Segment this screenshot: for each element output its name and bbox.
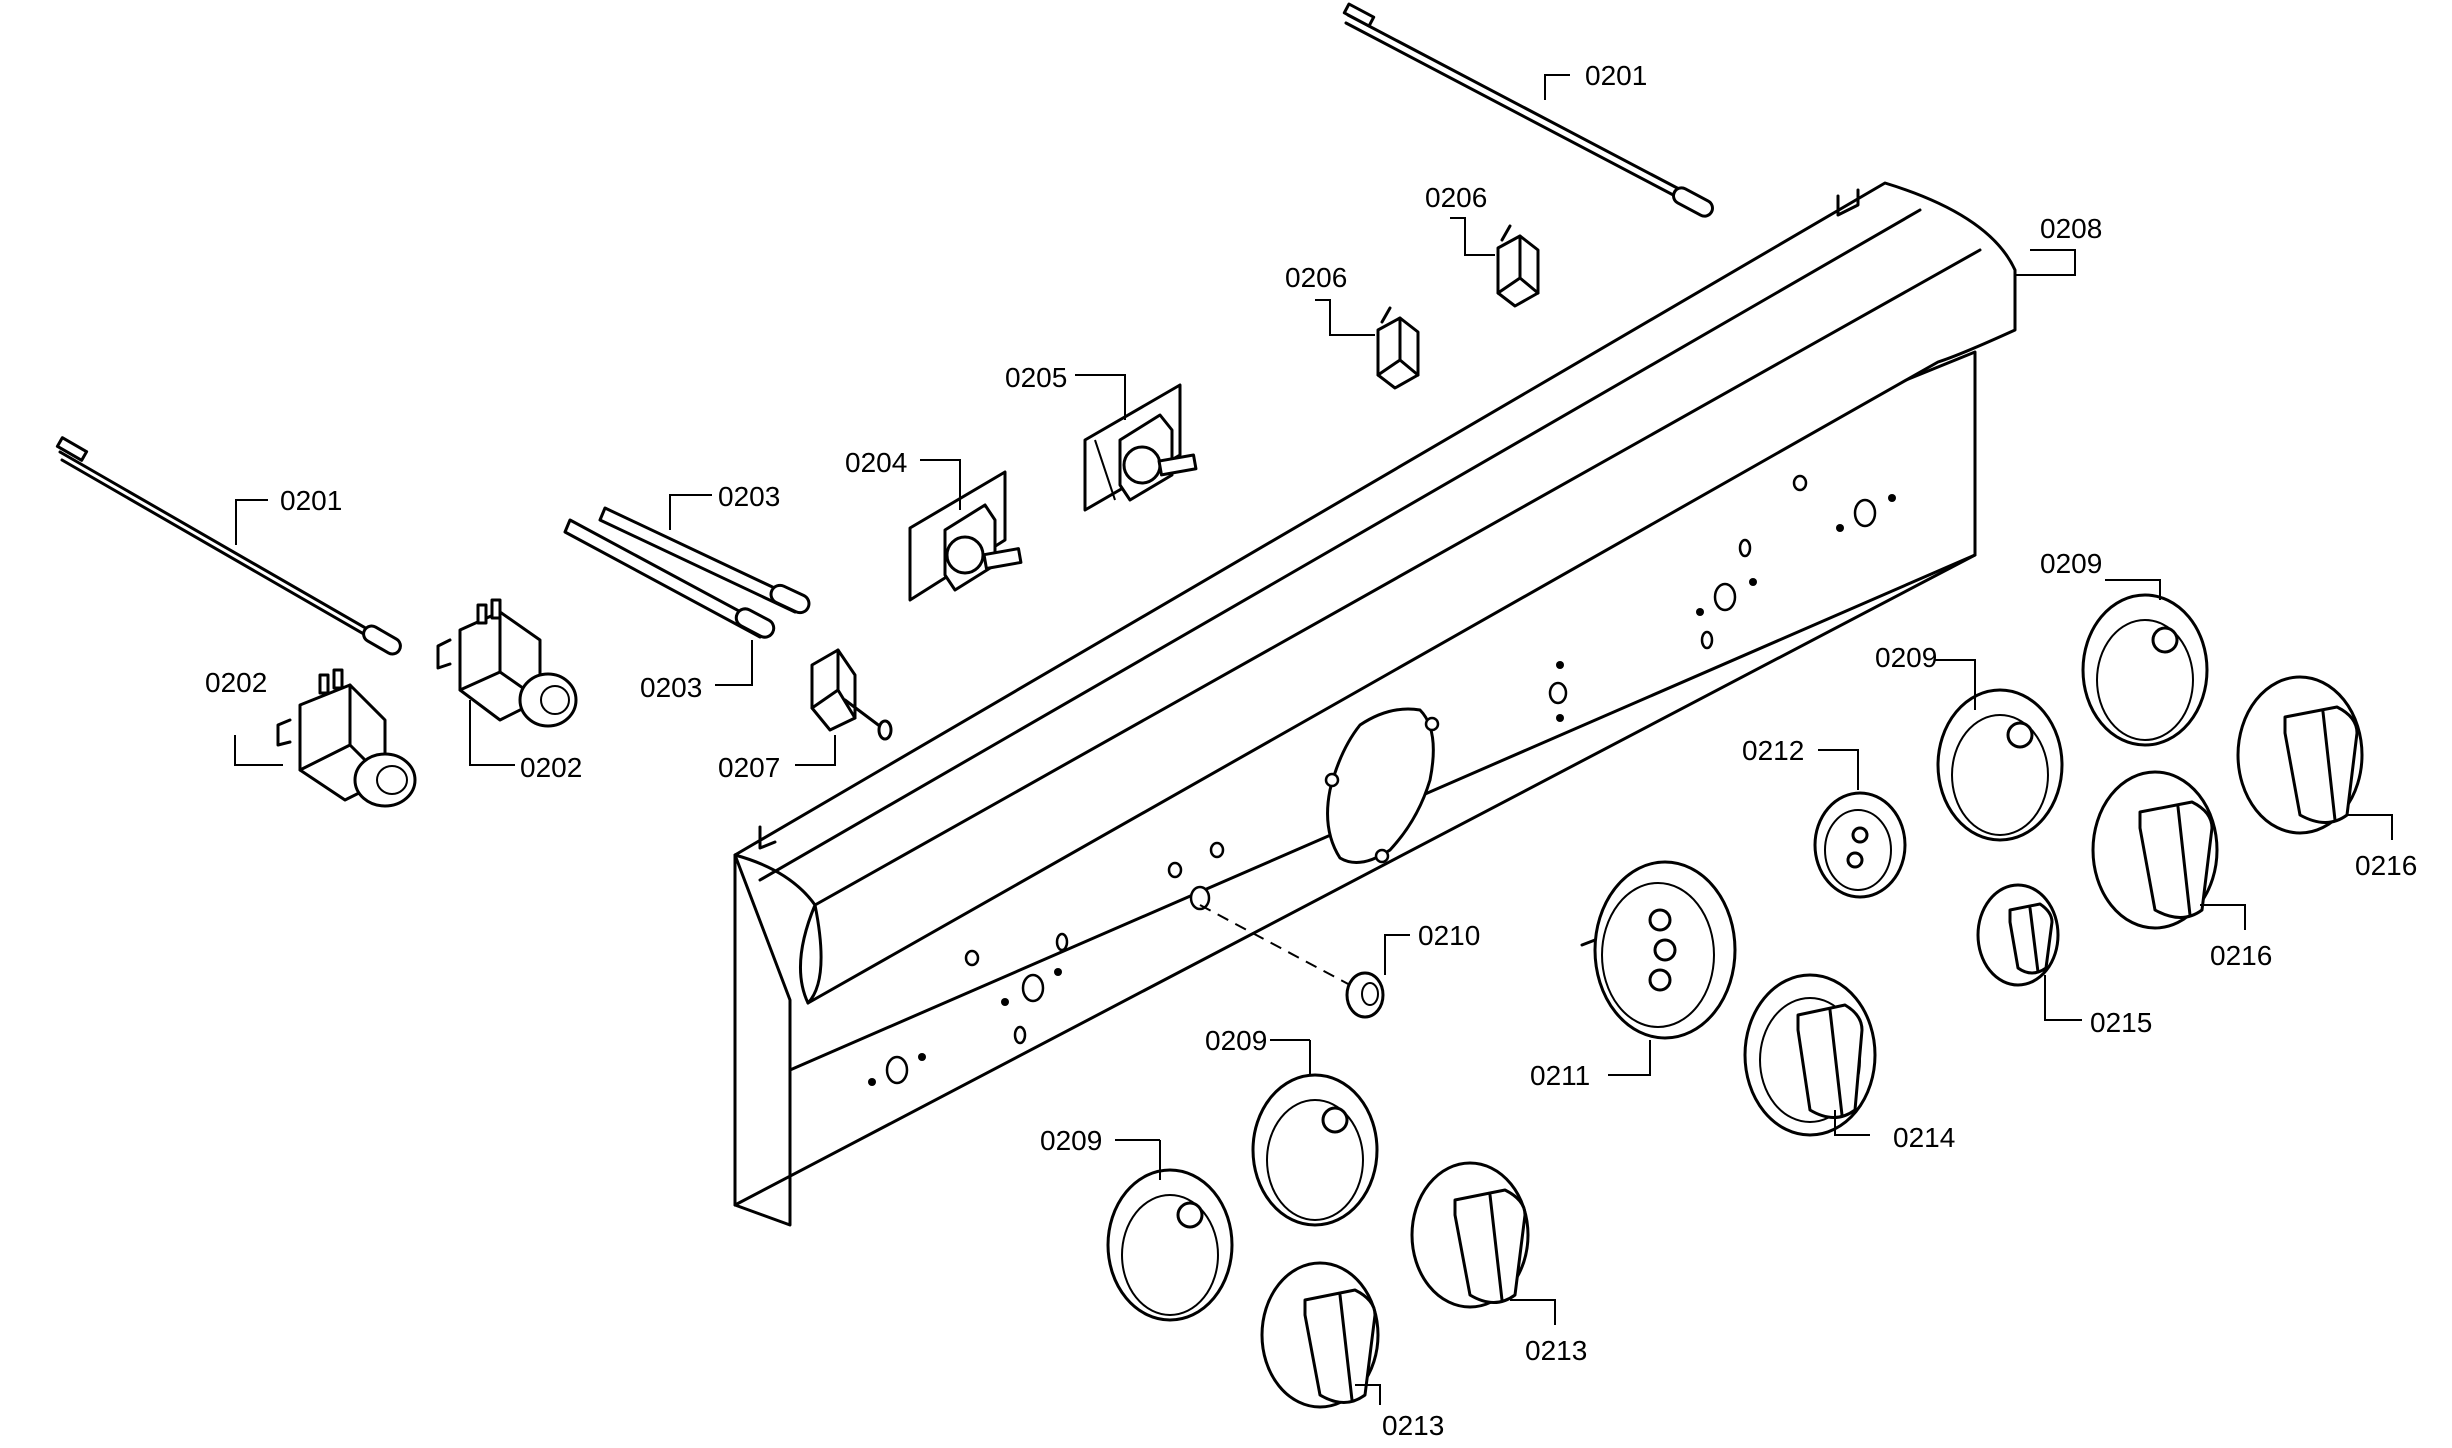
knob-0216-upper: [2236, 675, 2364, 835]
callout-0211: 0211: [1530, 1060, 1590, 1091]
callout-0214: 0214: [1893, 1122, 1955, 1153]
solenoid-valve-right: [436, 598, 578, 728]
micro-switch-lower: [1376, 306, 1420, 390]
callout-0210: 0210: [1418, 920, 1480, 951]
knob-0216-lower: [2091, 770, 2219, 930]
rotary-switch-0204: [908, 470, 1023, 602]
bezel-upper-right: [2081, 593, 2209, 747]
callout-0206-upper: 0206: [1425, 182, 1487, 213]
callout-0215: 0215: [2090, 1007, 2152, 1038]
sensor-rod-lower: [563, 518, 776, 639]
thermocouple-top: [1342, 2, 1714, 218]
rotary-switch-0205: [1083, 383, 1198, 512]
callout-0203-lower: 0203: [640, 672, 702, 703]
sensor-rod-upper: [598, 506, 811, 615]
callout-0202-right: 0202: [520, 752, 582, 783]
callout-0209-d: 0209: [1040, 1125, 1102, 1156]
bezel-small-0212: [1813, 791, 1907, 899]
callout-0212: 0212: [1742, 735, 1804, 766]
callout-0216-upper: 0216: [2355, 850, 2417, 881]
callout-0209-a: 0209: [2040, 548, 2102, 579]
knob-0213-upper: [1410, 1161, 1530, 1309]
callout-0203-upper: 0203: [718, 481, 780, 512]
spacer-0210: [1199, 904, 1385, 1019]
bezel-upper-middle: [1936, 688, 2064, 842]
micro-switch-upper: [1496, 224, 1540, 308]
callout-0206-lower: 0206: [1285, 262, 1347, 293]
knob-0214: [1743, 973, 1877, 1137]
bezel-lower-left: [1106, 1168, 1234, 1322]
bezel-large-0211: [1580, 860, 1737, 1040]
callout-0213-upper: 0213: [1525, 1335, 1587, 1366]
callout-0208: 0208: [2040, 213, 2102, 244]
callout-0201-left: 0201: [280, 485, 342, 516]
callout-0209-b: 0209: [1875, 642, 1937, 673]
callout-0202-left: 0202: [205, 667, 267, 698]
knob-0215: [1976, 883, 2060, 987]
callout-0201-top: 0201: [1585, 60, 1647, 91]
control-panel: [733, 181, 2017, 1227]
callout-0207: 0207: [718, 752, 780, 783]
callout-0209-c: 0209: [1205, 1025, 1267, 1056]
bezel-lower-middle: [1251, 1073, 1379, 1227]
callout-0216-lower: 0216: [2210, 940, 2272, 971]
callout-0205: 0205: [1005, 362, 1067, 393]
knob-0213-lower: [1260, 1261, 1380, 1409]
solenoid-valve-left: [276, 668, 417, 808]
leader-lines: [234, 74, 2393, 1405]
toggle-switch: [810, 648, 893, 741]
callout-0213-lower: 0213: [1382, 1410, 1444, 1441]
callout-0204: 0204: [845, 447, 907, 478]
thermocouple-left: [55, 436, 402, 656]
part-labels: 0201 0201 0202 0202 0203 0203 0204 0205 …: [205, 60, 2417, 1441]
